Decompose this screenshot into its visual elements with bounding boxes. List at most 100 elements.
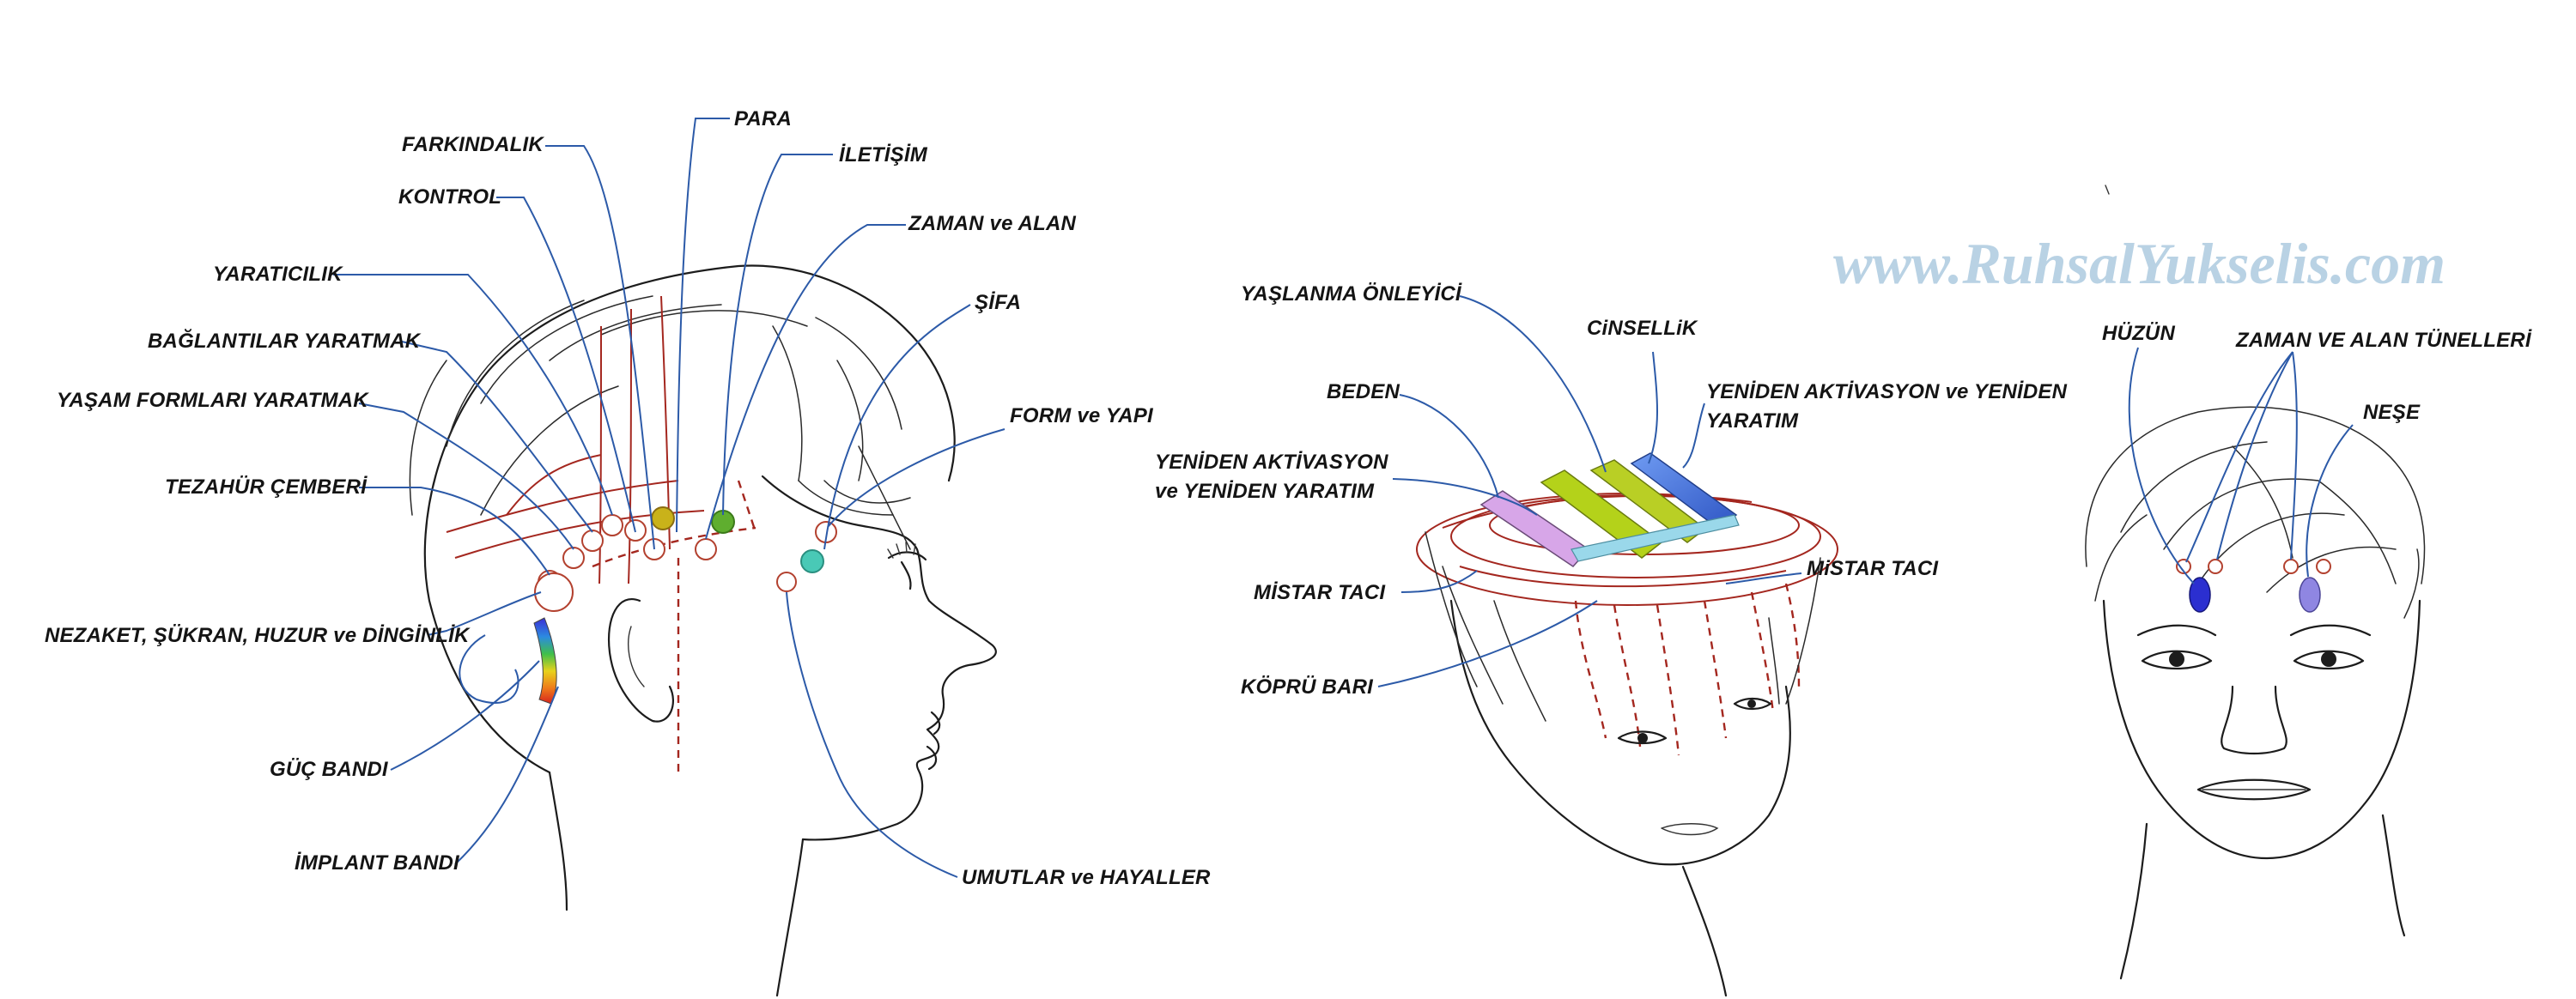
profile-jaw-neck <box>775 838 805 997</box>
yasam-formlari-point <box>581 530 604 552</box>
profile-bangs <box>798 480 911 516</box>
front-brow-left <box>2136 624 2217 637</box>
grid-dashed-line <box>592 526 756 568</box>
tezahur-leader <box>359 487 550 576</box>
kopru-leader <box>1377 600 1598 687</box>
front-brow-right <box>2289 624 2372 637</box>
tuneller-leader-1 <box>2185 351 2293 563</box>
loop-leader <box>459 634 519 705</box>
front-eye-right <box>2293 650 2365 670</box>
implant-bandi-leader <box>454 686 559 865</box>
tunnel-point-left-2 <box>2208 559 2223 574</box>
baglantilar-leader <box>401 341 593 533</box>
front-pupil-right <box>2321 651 2336 667</box>
guc-bandi-shape <box>533 617 557 705</box>
front-neck-left <box>2119 822 2148 980</box>
para-point <box>651 506 675 530</box>
front-pupil-left <box>2169 651 2184 667</box>
yasam-formlari-leader <box>358 403 574 550</box>
profile-skull <box>423 264 956 774</box>
umutlar-label: UMUTLAR ve HAYALLER <box>962 866 1211 889</box>
stray-mark <box>2105 185 2110 195</box>
front-neck-right <box>2381 814 2406 937</box>
cinsellik-leader <box>1648 351 1658 464</box>
watermark-text: www.RuhsalYukselis.com <box>1833 231 2445 296</box>
grid-line <box>628 308 632 584</box>
profile-points <box>533 506 837 705</box>
front-nose <box>2221 685 2287 755</box>
crown-hair <box>1425 531 1821 722</box>
profile-labels: FARKINDALIK PARA KONTROL İLETİŞİM ZAMAN … <box>45 107 1211 889</box>
grid-line <box>506 454 602 516</box>
front-labels: HÜZÜN ZAMAN VE ALAN TÜNELLERİ NEŞE <box>2102 322 2532 424</box>
crown-arc <box>1459 566 1787 588</box>
crown-dash <box>1613 604 1642 748</box>
tunnel-point-right <box>2283 559 2299 574</box>
yeniden-left-label-1: YENİDEN AKTİVASYON <box>1155 451 1388 474</box>
front-lips <box>2196 778 2312 801</box>
nezaket-leader <box>427 591 542 636</box>
zaman-alan-label: ZAMAN ve ALAN <box>908 212 1077 235</box>
front-head <box>2085 406 2426 980</box>
para-leader <box>676 118 730 533</box>
yaslanma-label: YAŞLANMA ÖNLEYİCİ <box>1241 282 1462 306</box>
nese-leader <box>2306 424 2354 578</box>
iletisim-label: İLETİŞİM <box>839 143 928 166</box>
baglantilar-label: BAĞLANTILAR YARATMAK <box>148 329 422 353</box>
mistar-left-leader <box>1400 570 1478 593</box>
yeniden-bar <box>1630 452 1738 529</box>
grid-dashed-line <box>737 480 757 533</box>
iletisim-leader <box>722 154 833 516</box>
crown-dash <box>1703 600 1728 739</box>
tunnel-point-left <box>2176 559 2191 574</box>
yeniden-right-label-1: YENİDEN AKTİVASYON ve YENİDEN <box>1706 380 2068 403</box>
tunnel-point-right-2 <box>2316 559 2331 574</box>
front-face-outline <box>2102 599 2421 860</box>
umutlar-point <box>776 572 797 592</box>
grid-line <box>446 480 679 533</box>
crown-face-outline <box>1449 599 1791 866</box>
crown-neck <box>1681 865 1728 997</box>
form-yapi-leader <box>827 428 1005 528</box>
front-eye-left <box>2141 650 2213 670</box>
profile-lashes <box>887 542 916 559</box>
profile-hair <box>409 295 911 550</box>
form-yapi-label: FORM ve YAPI <box>1010 404 1154 427</box>
guc-bandi-leader <box>390 660 540 771</box>
tuneller-label: ZAMAN VE ALAN TÜNELLERİ <box>2235 329 2532 352</box>
kopru-label: KÖPRÜ BARI <box>1241 675 1374 699</box>
sifa-label: ŞİFA <box>975 291 1021 314</box>
guc-bandi-label: GÜÇ BANDI <box>270 758 389 781</box>
crown-dash <box>1750 591 1775 713</box>
kontrol-leader <box>496 197 636 533</box>
baglantilar-point <box>601 514 623 536</box>
tezahur-point <box>562 547 585 569</box>
yeniden-left-leader <box>1392 478 1538 516</box>
mistar-right-label: MiSTAR TACI <box>1807 557 1939 580</box>
umutlar-leader <box>786 591 958 878</box>
sifa-leader <box>823 304 971 550</box>
yasam-formlari-label: YAŞAM FORMLARI YARATMAK <box>57 389 369 412</box>
yeniden-right-leader <box>1682 403 1705 469</box>
zaman-alan-leader <box>705 224 906 540</box>
grid-line <box>598 325 602 584</box>
profile-ear-inner <box>628 626 645 687</box>
beden-label: BEDEN <box>1327 380 1400 403</box>
nese-oval <box>2299 577 2321 613</box>
nezaket-label: NEZAKET, ŞÜKRAN, HUZUR ve DİNGİNLİK <box>45 624 471 647</box>
crown-leader-lines <box>1377 295 1802 687</box>
crown-dash <box>1656 604 1680 756</box>
crown-lips <box>1661 823 1719 836</box>
cinsellik-label: CiNSELLiK <box>1587 317 1698 340</box>
yaraticilik-label: YARATICILIK <box>213 263 343 286</box>
kontrol-label: KONTROL <box>398 185 501 209</box>
yeniden-left-label-2: ve YENİDEN YARATIM <box>1155 480 1375 503</box>
huzun-label: HÜZÜN <box>2102 322 2175 345</box>
tezahur-label: TEZAHÜR ÇEMBERİ <box>165 475 368 499</box>
crown-dash <box>1574 600 1607 739</box>
crown-eye-left <box>1617 730 1668 745</box>
nezaket-point-outer <box>534 572 574 612</box>
mistar-left-label: MİSTAR TACI <box>1254 581 1386 604</box>
crown-pupil-right <box>1747 699 1756 708</box>
para-label: PARA <box>734 107 792 130</box>
